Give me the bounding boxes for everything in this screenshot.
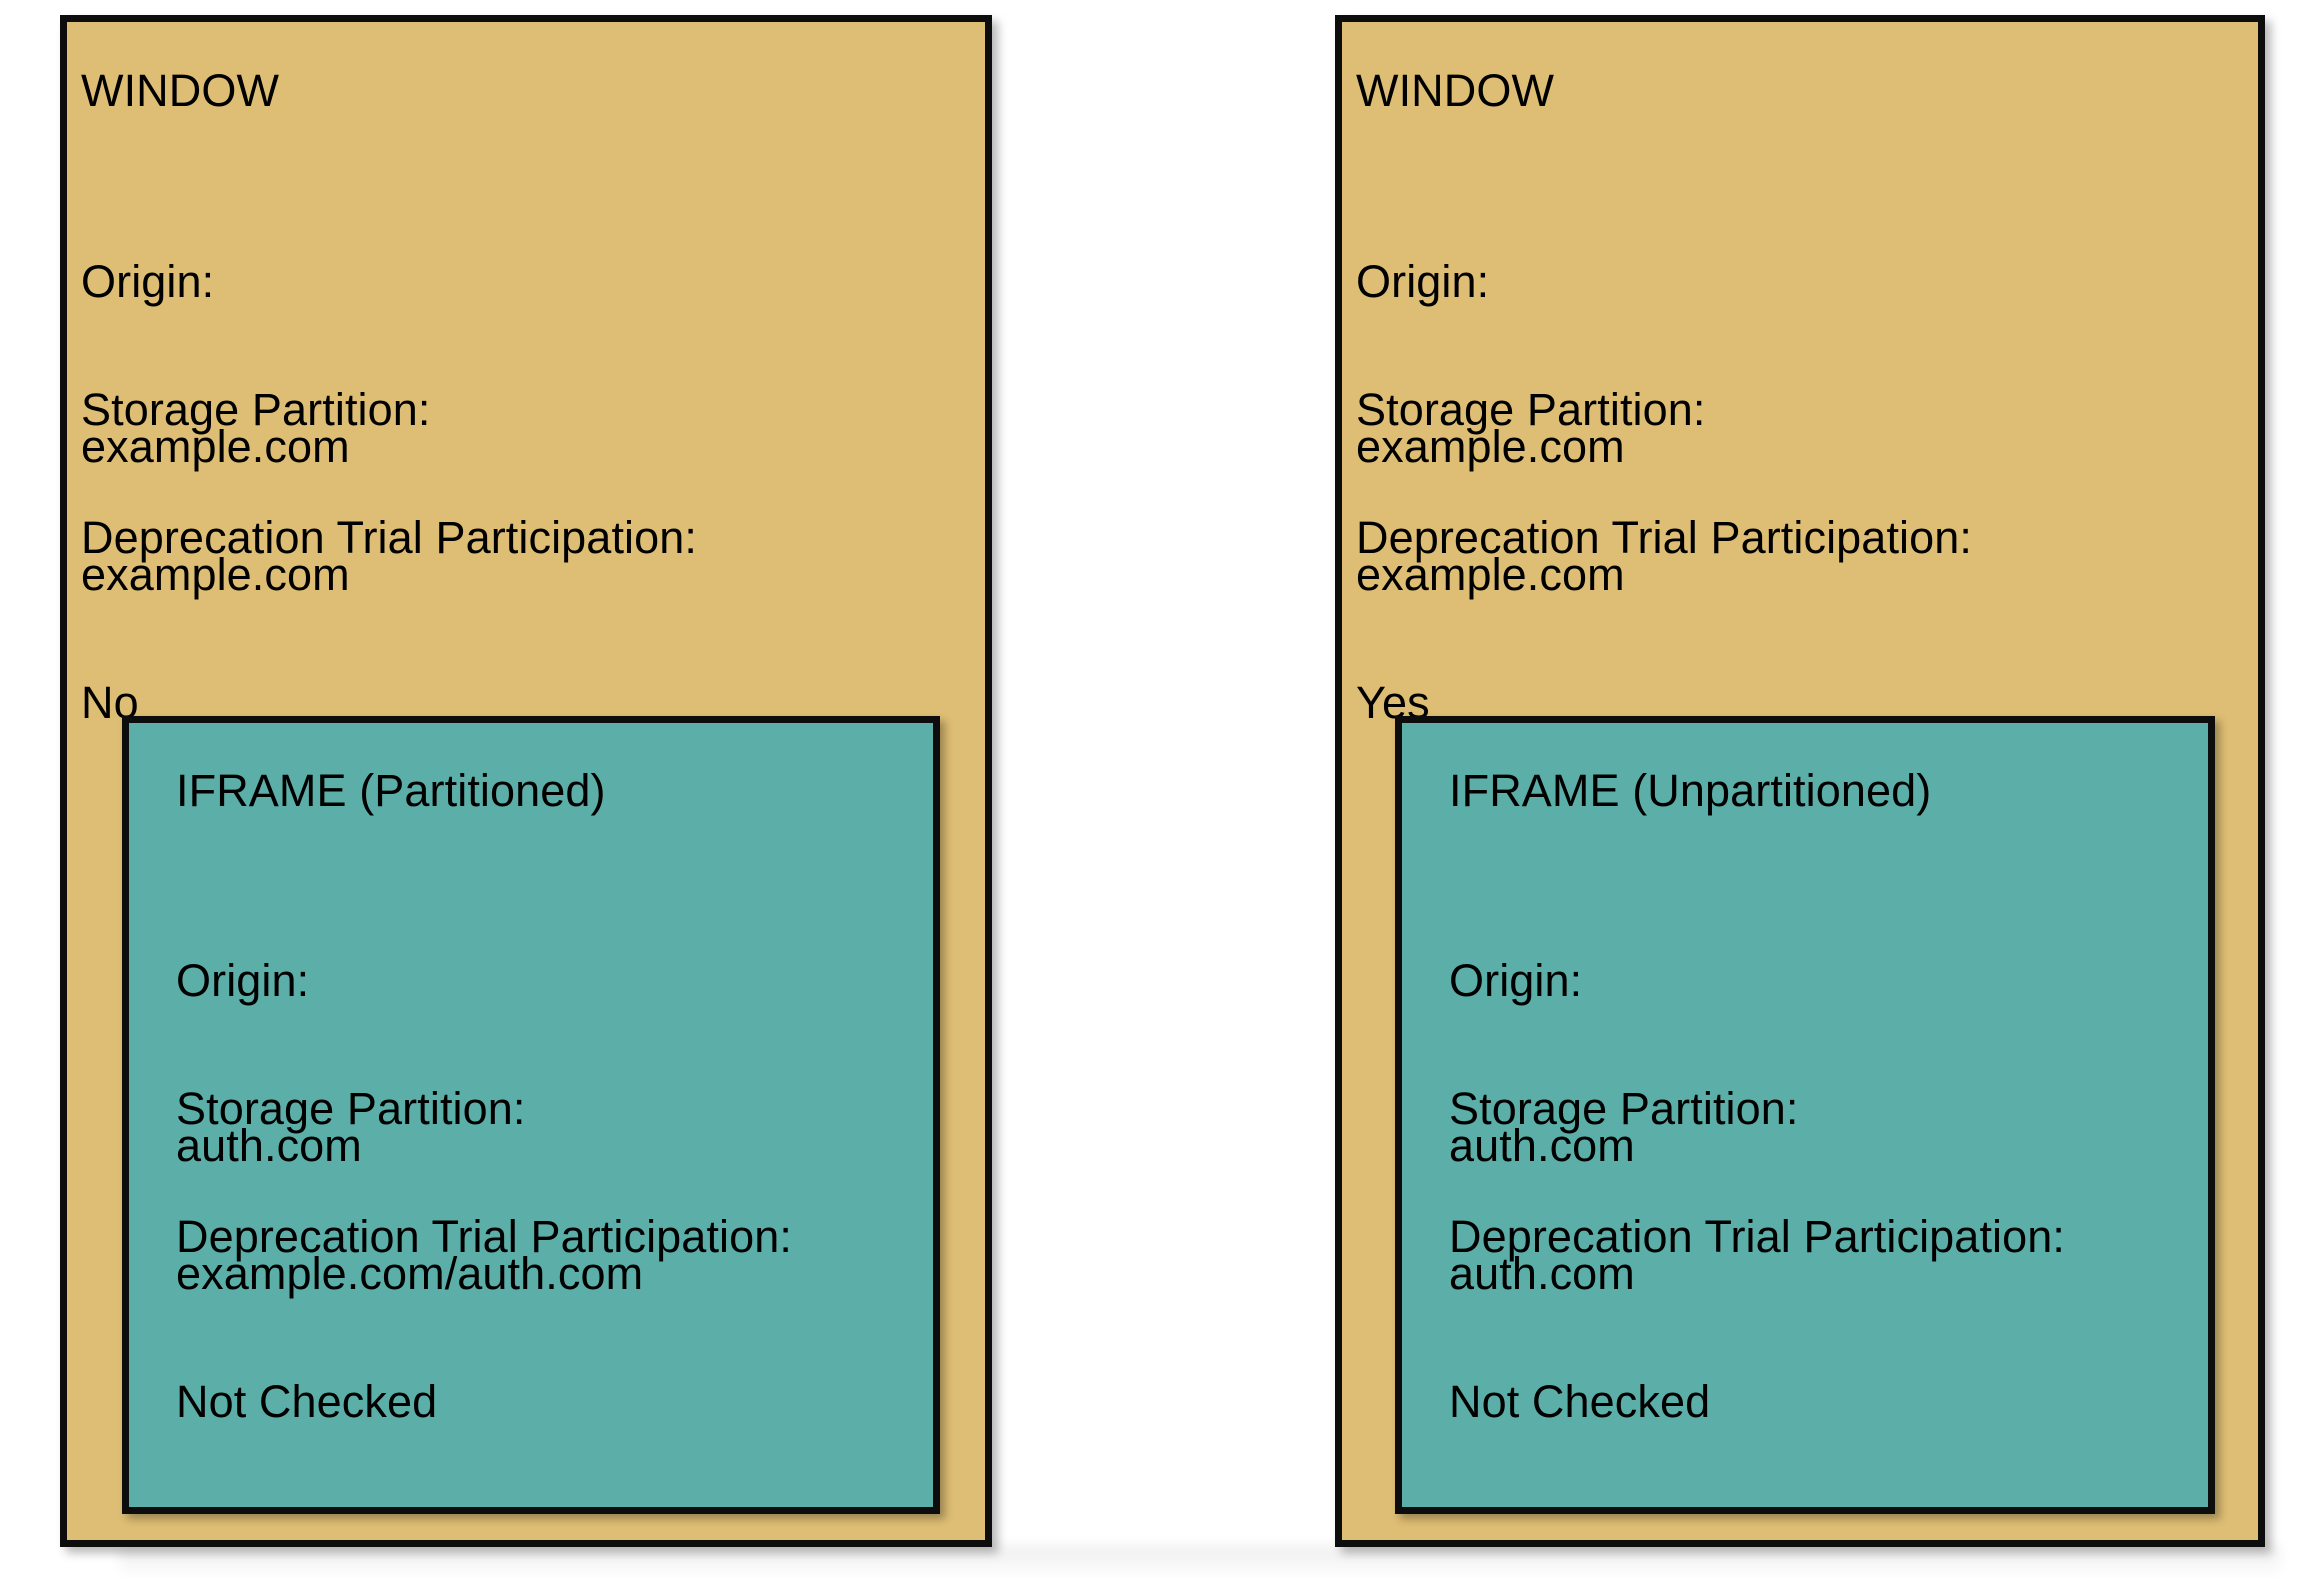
iframe-deprecation-value: Not Checked [1449, 1376, 1711, 1427]
iframe-deprecation-block: Deprecation Trial Participation: Not Che… [1449, 1099, 2065, 1539]
iframe-origin-value: auth.com [1449, 1120, 1635, 1171]
iframe-storage-label: Storage Partition: [1449, 1083, 1799, 1134]
page-shadow [120, 1546, 2280, 1578]
window-deprecation-label: Deprecation Trial Participation: [81, 512, 697, 563]
iframe-heading: IFRAME (Partitioned) [176, 765, 606, 816]
window-deprecation-block: Deprecation Trial Participation: Yes [1356, 400, 1972, 840]
window-deprecation-label: Deprecation Trial Participation: [1356, 512, 1972, 563]
window-storage-label: Storage Partition: [81, 384, 431, 435]
window-heading: WINDOW [1356, 65, 1555, 116]
window-storage-block: Storage Partition: example.com [81, 272, 431, 712]
iframe-deprecation-block: Deprecation Trial Participation: Not Che… [176, 1099, 792, 1539]
iframe-storage-value: auth.com [1449, 1248, 1635, 1299]
iframe-origin-label: Origin: [1449, 955, 1583, 1006]
window-origin-block: Origin: example.com [1356, 144, 1625, 584]
window-origin-block: Origin: example.com [81, 144, 350, 584]
window-storage-label: Storage Partition: [1356, 384, 1706, 435]
iframe-origin-value: auth.com [176, 1120, 362, 1171]
window-box-partitioned: WINDOW Origin: example.com Storage Parti… [60, 15, 992, 1547]
window-origin-label: Origin: [81, 256, 215, 307]
window-origin-label: Origin: [1356, 256, 1490, 307]
window-origin-value: example.com [81, 421, 350, 472]
window-heading: WINDOW [81, 65, 280, 116]
iframe-storage-block: Storage Partition: auth.com [1449, 971, 1799, 1411]
window-box-unpartitioned: WINDOW Origin: example.com Storage Parti… [1335, 15, 2265, 1547]
iframe-deprecation-label: Deprecation Trial Participation: [1449, 1211, 2065, 1262]
iframe-heading: IFRAME (Unpartitioned) [1449, 765, 1932, 816]
window-storage-value: example.com [1356, 549, 1625, 600]
iframe-storage-block: Storage Partition: example.com/auth.com [176, 971, 643, 1411]
window-storage-value: example.com [81, 549, 350, 600]
iframe-deprecation-label: Deprecation Trial Participation: [176, 1211, 792, 1262]
iframe-box-unpartitioned: IFRAME (Unpartitioned) Origin: auth.com … [1395, 716, 2215, 1514]
iframe-storage-label: Storage Partition: [176, 1083, 526, 1134]
iframe-box-partitioned: IFRAME (Partitioned) Origin: auth.com St… [122, 716, 940, 1514]
iframe-origin-block: Origin: auth.com [1449, 843, 1635, 1283]
iframe-deprecation-value: Not Checked [176, 1376, 438, 1427]
window-origin-value: example.com [1356, 421, 1625, 472]
window-storage-block: Storage Partition: example.com [1356, 272, 1706, 712]
iframe-origin-label: Origin: [176, 955, 310, 1006]
iframe-storage-value: example.com/auth.com [176, 1248, 644, 1299]
window-deprecation-block: Deprecation Trial Participation: No [81, 400, 697, 840]
iframe-origin-block: Origin: auth.com [176, 843, 362, 1283]
